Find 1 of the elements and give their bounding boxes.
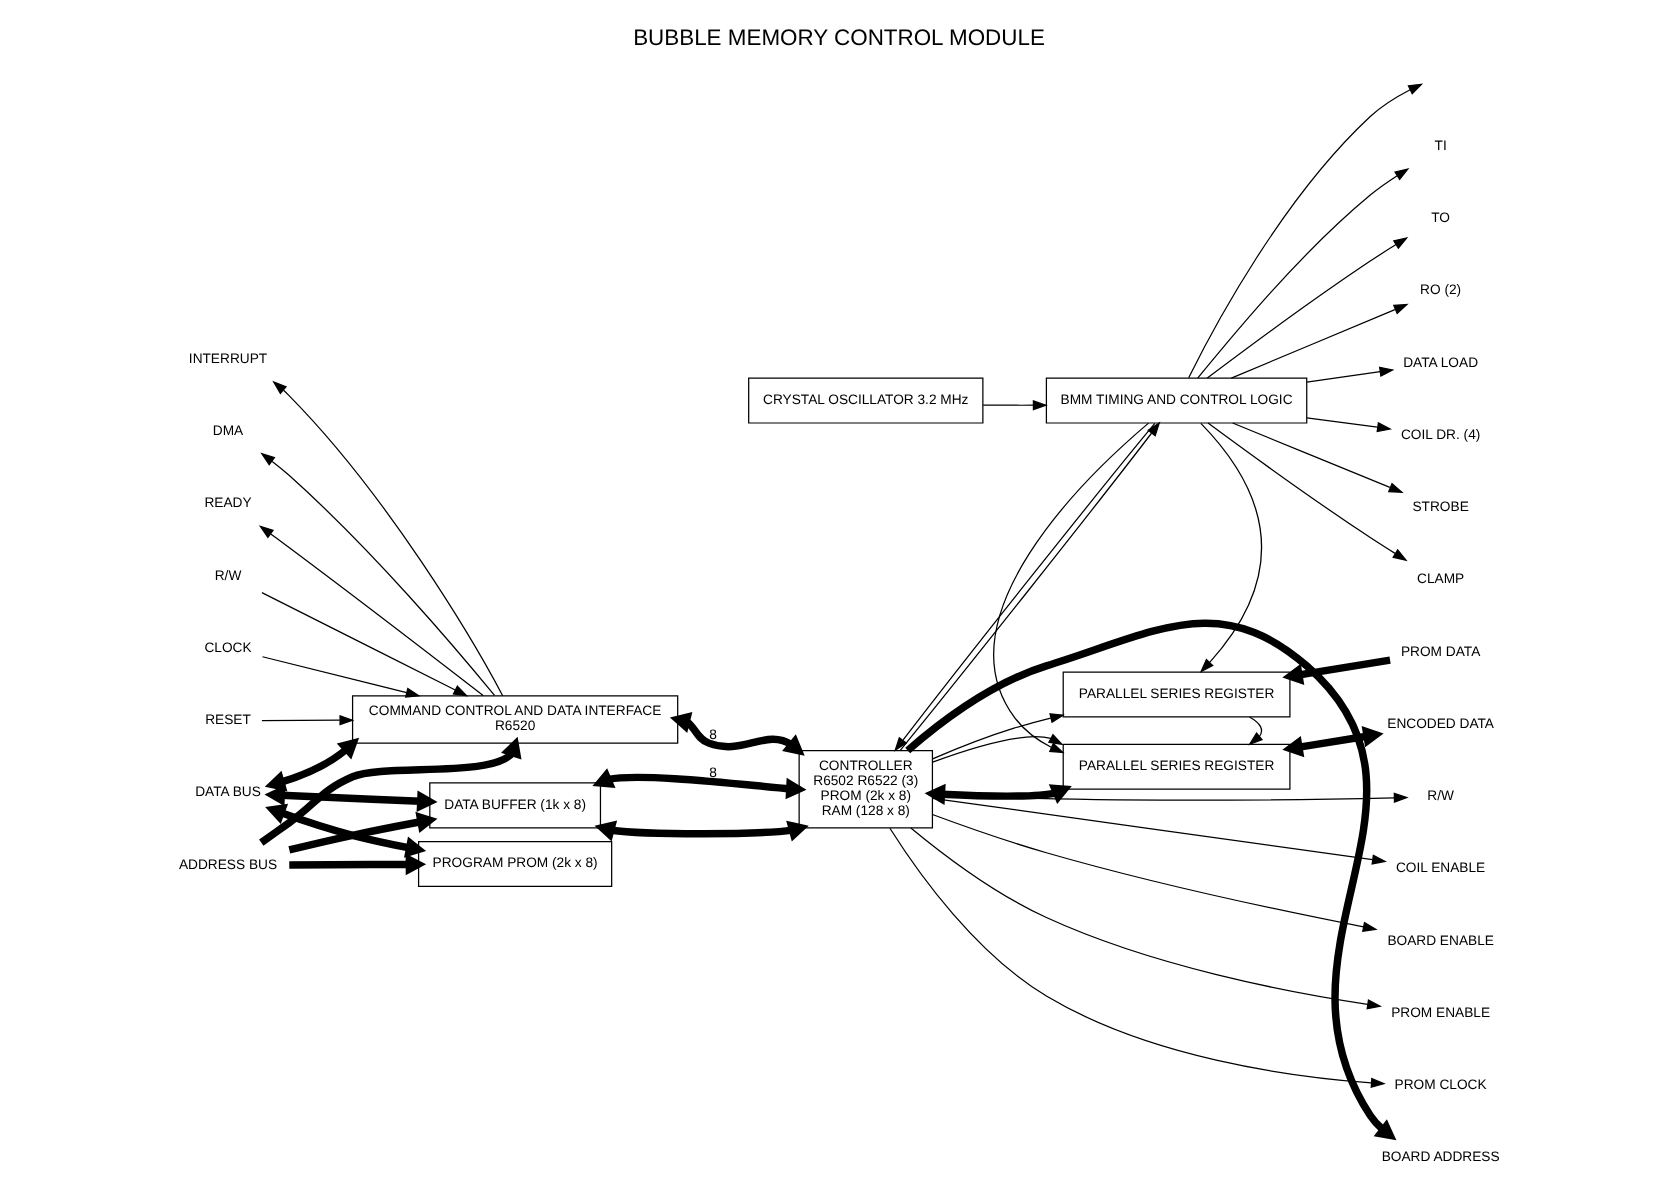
diagram-title: BUBBLE MEMORY CONTROL MODULE xyxy=(632,26,1044,51)
